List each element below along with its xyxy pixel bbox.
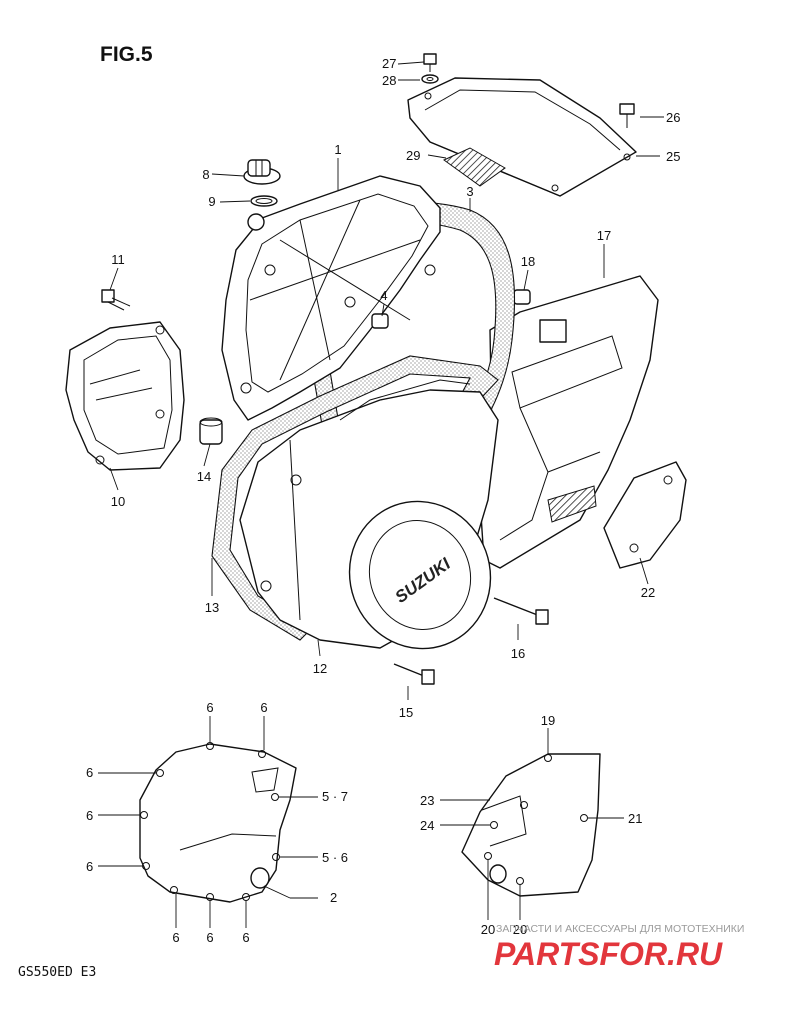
callout-22: 22: [641, 585, 655, 600]
part-side-cover-17: [479, 275, 659, 569]
watermark-brand: PARTSFOR.RU: [494, 936, 723, 972]
part-cover-10: [65, 321, 185, 471]
leader-lines: [98, 61, 664, 928]
dowel-pin-4: [371, 313, 389, 329]
callout-6-d: 6: [86, 808, 93, 823]
callout-21: 21: [628, 811, 642, 826]
dowel-pin-18: [513, 289, 531, 305]
callout-6-f: 6: [172, 930, 179, 945]
part-cover-gasket-29: [443, 147, 506, 187]
callout-29: 29: [406, 148, 420, 163]
callout-25: 25: [666, 149, 680, 164]
callout-24: 24: [420, 818, 434, 833]
figure-title: FIG.5: [100, 43, 153, 66]
callout-6-a: 6: [206, 700, 213, 715]
callout-2: 2: [330, 890, 337, 905]
dowel-pin-14: [199, 417, 223, 445]
callout-11: 11: [111, 252, 125, 267]
callout-6-c: 6: [86, 765, 93, 780]
callout-6-h: 6: [242, 930, 249, 945]
callout-28: 28: [382, 73, 396, 88]
callout-18: 18: [521, 254, 535, 269]
callout-20-a: 20: [481, 922, 495, 937]
part-top-cover: [407, 77, 637, 197]
part-plate-22: [603, 461, 687, 569]
watermark-tagline: ЗАПЧАСТИ И АКСЕССУАРЫ ДЛЯ МОТОТЕХНИКИ: [496, 923, 744, 935]
callout-5-6: 5 · 6: [322, 850, 348, 865]
callout-16: 16: [511, 646, 525, 661]
callout-14: 14: [197, 469, 211, 484]
callout-19: 19: [541, 713, 555, 728]
callout-6-e: 6: [86, 859, 93, 874]
bolt-27: [423, 53, 437, 72]
watermark: ЗАПЧАСТИ И АКСЕССУАРЫ ДЛЯ МОТОТЕХНИКИ PA…: [494, 923, 744, 972]
cover-bolt-pattern-right: [461, 753, 601, 897]
cover-bolt-pattern-left: [139, 742, 297, 903]
callout-6-b: 6: [260, 700, 267, 715]
callout-5-7: 5 · 7: [322, 789, 348, 804]
callout-27: 27: [382, 56, 396, 71]
callout-12: 12: [313, 661, 327, 676]
callout-labels: 1 2 3 4 5 · 7 5 · 6 6 6 6 6 6 6 6 6 8 9 …: [86, 56, 680, 945]
part-clutch-cover-1: [221, 175, 441, 421]
bolt-11: [101, 289, 131, 311]
bolt-26: [619, 103, 635, 128]
callout-9: 9: [208, 194, 215, 209]
callout-23: 23: [420, 793, 434, 808]
callout-8: 8: [202, 167, 209, 182]
callout-13: 13: [205, 600, 219, 615]
callout-4: 4: [380, 288, 387, 303]
callout-20-b: 20: [513, 922, 527, 937]
part-generator-cover-12: SUZUKI: [239, 379, 499, 650]
callout-26: 26: [666, 110, 680, 125]
callout-6-g: 6: [206, 930, 213, 945]
callout-10: 10: [111, 494, 125, 509]
callout-1: 1: [334, 142, 341, 157]
o-ring-9: [250, 195, 278, 207]
washer-28: [421, 74, 439, 84]
bolt-16: [493, 597, 549, 625]
model-code: GS550ED E3: [18, 965, 96, 980]
bolt-15: [393, 663, 435, 685]
callout-17: 17: [597, 228, 611, 243]
callout-3: 3: [466, 184, 473, 199]
oil-filler-cap-8: [243, 159, 281, 185]
callout-15: 15: [399, 705, 413, 720]
